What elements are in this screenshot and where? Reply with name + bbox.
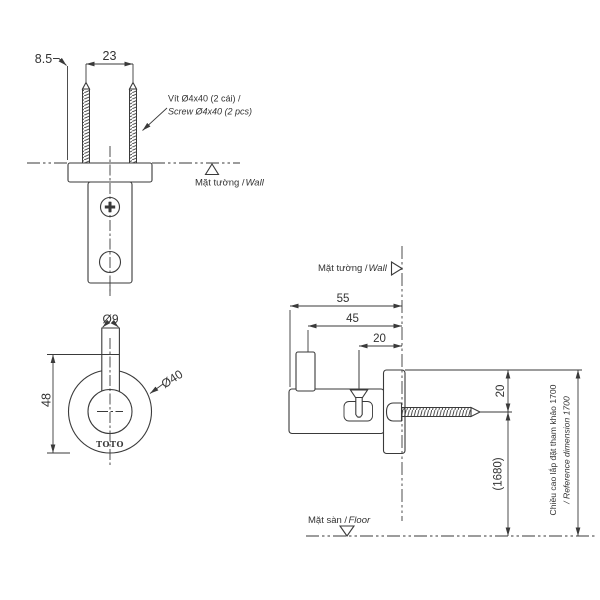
mounting-screw-left [81,81,91,164]
countersunk-screw [349,389,369,418]
wall-label-en: Wall [369,263,388,274]
dimension-55: 55 [289,293,402,387]
dim-pin-offset: 45 [346,313,359,325]
screw-note: Vít Ø4x40 (2 cái) / Screw Ø4x40 (2 pcs) [142,94,252,131]
dimension-23: 23 [85,49,134,82]
front-view: 23 8.5 Vít Ø4x40 (2 cái) / Screw Ø4x40 (… [27,49,265,292]
dim-edge-offset: 8.5 [35,52,52,66]
dimension-48: 48 [40,354,120,454]
dim-screw-offset: 20 [373,333,386,345]
dimension-ref-1700: Chiều cao lắp đặt tham khảo 1700 / Refer… [548,370,581,536]
side-view: Mặt tường / Wall 55 45 20 20 [288,246,596,537]
dimension-20-horizontal: 20 [358,333,402,388]
toto-logo: TOTO [96,439,124,449]
dim-top-to-screw: 20 [495,385,507,398]
floor-datum-triangle-icon [338,525,356,537]
dimension-8-5: 8.5 [35,52,68,160]
pin-side [295,351,316,392]
dimension-20-vertical: 20 [495,370,511,412]
dim-total-depth: 55 [337,293,350,305]
dimension-d40: Ø40 [149,367,186,394]
floor-label-en: Floor [349,515,371,526]
mounting-screw-right [128,81,138,164]
dim-screw-to-floor: (1680) [493,457,505,490]
pin-stem [101,327,120,392]
bottom-view: Ø9 48 Ø40 TOTO [40,285,186,467]
dimension-45: 45 [307,313,402,352]
screw-note-vi: Vít Ø4x40 (2 cái) / [168,94,241,104]
screw-note-en: Screw Ø4x40 (2 pcs) [168,107,252,117]
wall-label-vi: Mặt tường / [195,178,245,189]
wall-label-en: Wall [246,178,265,189]
wall-screw-side [385,402,482,422]
dimension-d9: Ø9 [102,312,119,328]
dim-height: 48 [40,393,54,407]
wall-datum-triangle-icon [390,261,404,276]
wall-label-vi: Mặt tường / [318,263,368,274]
ref-height-vi: Chiều cao lắp đặt tham khảo 1700 [548,384,558,515]
dim-body-diameter: Ø40 [159,367,186,391]
hook-body-side [288,388,385,435]
dim-pin-diameter: Ø9 [102,312,118,326]
wall-datum-triangle-icon [204,162,220,176]
floor-label-vi: Mặt sàn / [308,515,347,526]
dimension-1680: (1680) [493,412,511,536]
ref-height-en: / Reference dimension 1700 [562,396,572,505]
dim-screw-spacing: 23 [103,49,117,63]
